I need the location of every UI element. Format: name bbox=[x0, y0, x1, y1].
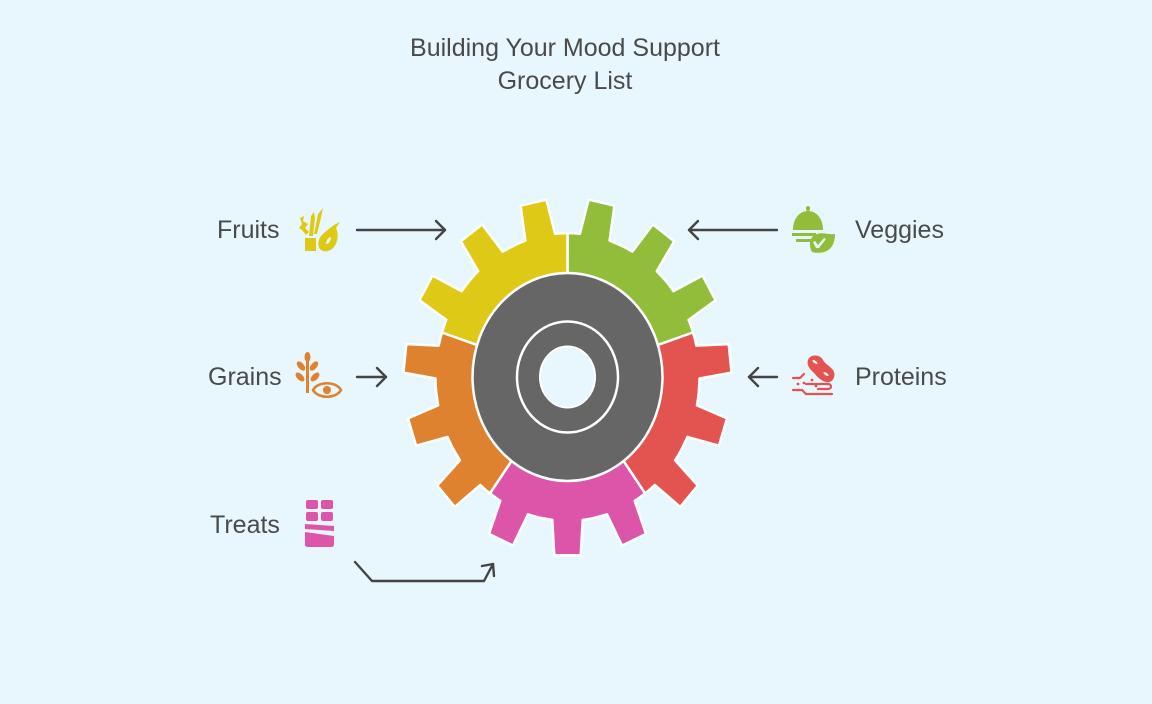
diagram-title-line-1: Building Your Mood Support bbox=[410, 34, 720, 62]
gear-center-hole bbox=[539, 345, 596, 409]
arrow-treats bbox=[353, 560, 496, 583]
wheat-eye-icon bbox=[295, 352, 343, 399]
gear-inner-ring bbox=[515, 320, 620, 434]
label-veggies: Veggies bbox=[855, 216, 944, 244]
peanut-hand-icon bbox=[791, 355, 835, 396]
diagram-title-line-2: Grocery List bbox=[497, 67, 633, 95]
gear-segment-treats bbox=[487, 457, 648, 557]
arrow-fruits bbox=[355, 219, 447, 241]
chocolate-bar-icon bbox=[305, 500, 334, 547]
arrow-veggies bbox=[687, 219, 779, 241]
gear-segment-veggies bbox=[566, 198, 717, 347]
label-grains: Grains bbox=[208, 363, 282, 391]
label-treats: Treats bbox=[210, 511, 280, 539]
arrow-grains bbox=[355, 366, 388, 388]
label-proteins: Proteins bbox=[855, 363, 947, 391]
label-fruits: Fruits bbox=[217, 216, 280, 244]
veggie-cloche-icon bbox=[792, 206, 835, 253]
arrow-proteins bbox=[747, 366, 779, 388]
fruit-basket-icon bbox=[299, 208, 340, 252]
gear-segment-fruits bbox=[418, 198, 569, 347]
